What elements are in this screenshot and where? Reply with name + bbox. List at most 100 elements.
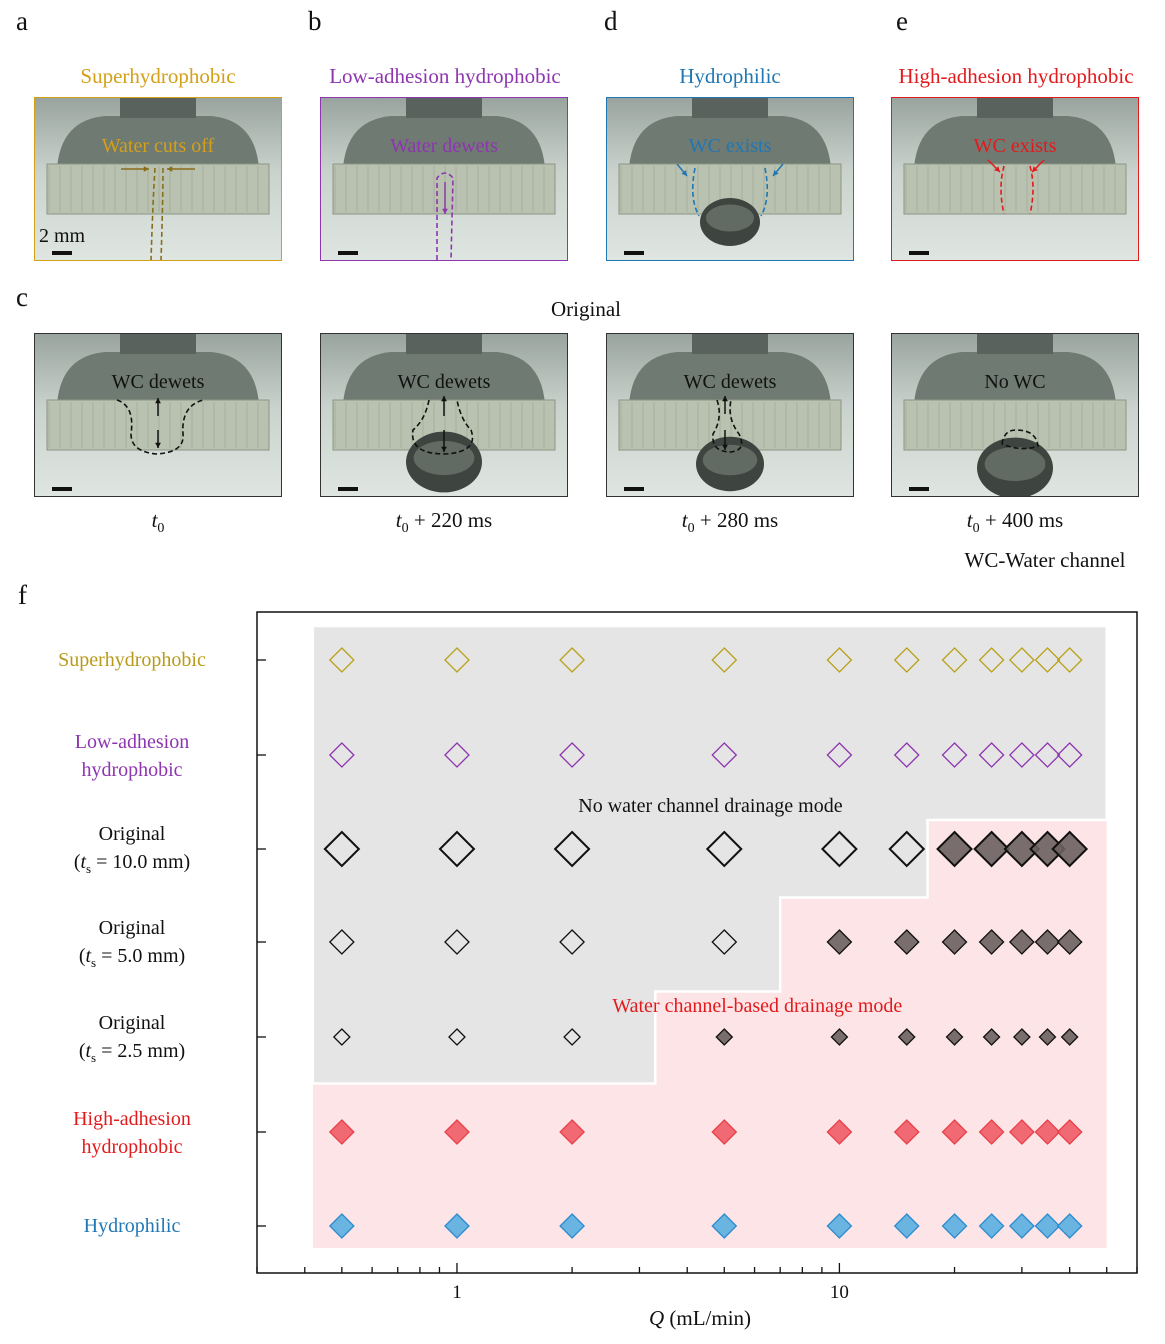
data-point bbox=[1034, 742, 1061, 768]
data-point bbox=[711, 742, 738, 768]
data-point bbox=[328, 1213, 355, 1239]
scale-bar bbox=[624, 487, 644, 491]
scale-bar bbox=[624, 251, 644, 255]
panel-d-title: Hydrophilic bbox=[679, 64, 781, 88]
data-point bbox=[1008, 742, 1035, 768]
panel-a-title: Superhydrophobic bbox=[80, 64, 236, 88]
data-point bbox=[826, 742, 853, 768]
x-axis-label: Q (mL/min) bbox=[648, 1306, 752, 1330]
nozzle-dome bbox=[57, 116, 259, 168]
data-point bbox=[438, 830, 476, 868]
panel-label-a: a bbox=[16, 6, 28, 36]
photo-annotation: Water cuts off bbox=[102, 135, 215, 157]
data-point bbox=[711, 1213, 738, 1239]
data-point bbox=[826, 1213, 853, 1239]
data-point bbox=[941, 742, 968, 768]
data-point bbox=[711, 1119, 738, 1145]
scale-bar bbox=[909, 487, 929, 491]
data-point bbox=[715, 1028, 734, 1046]
region-label-no-water-channel: No water channel drainage mode bbox=[578, 795, 842, 817]
data-point bbox=[559, 929, 586, 955]
data-point bbox=[444, 1119, 470, 1145]
scale-bar bbox=[52, 487, 72, 491]
photo-annotation: WC dewets bbox=[684, 371, 777, 393]
data-point bbox=[1008, 1213, 1035, 1239]
photo-high-adhesion: WC exists bbox=[891, 97, 1139, 261]
time-caption-2: t0 + 220 ms bbox=[395, 508, 493, 537]
data-point bbox=[328, 929, 355, 955]
data-point bbox=[893, 929, 920, 955]
photo-original-t400: No WC bbox=[891, 333, 1139, 497]
data-point bbox=[1051, 830, 1089, 868]
data-point bbox=[826, 1119, 853, 1145]
data-point bbox=[897, 1028, 916, 1046]
data-point bbox=[941, 1119, 968, 1145]
data-point bbox=[978, 1119, 1005, 1145]
scale-bar bbox=[338, 487, 358, 491]
water-channel-outline bbox=[1000, 165, 1034, 215]
data-point bbox=[1038, 1028, 1057, 1046]
data-point bbox=[1003, 830, 1041, 868]
data-point bbox=[1034, 1213, 1061, 1239]
data-point bbox=[978, 929, 1005, 955]
panel-e-title: High-adhesion hydrophobic bbox=[898, 64, 1134, 88]
data-point bbox=[826, 929, 853, 955]
data-point bbox=[444, 1213, 470, 1239]
data-point bbox=[978, 1213, 1005, 1239]
data-point bbox=[982, 1028, 1001, 1046]
sample-plate bbox=[46, 163, 270, 215]
data-point bbox=[1034, 647, 1061, 673]
data-point bbox=[941, 1213, 968, 1239]
panel-label-b: b bbox=[308, 6, 322, 36]
panel-b-title: Low-adhesion hydrophobic bbox=[329, 64, 561, 88]
nozzle-dome bbox=[914, 116, 1116, 168]
data-point bbox=[705, 830, 743, 868]
time-caption-4: t0 + 400 ms bbox=[966, 508, 1064, 537]
data-point bbox=[1056, 742, 1083, 768]
region-no-water-channel bbox=[311, 624, 1108, 1085]
time-caption-1: t0 bbox=[151, 508, 165, 537]
nozzle-dome bbox=[914, 352, 1116, 404]
water-channel-outline bbox=[691, 167, 769, 217]
data-point bbox=[893, 647, 920, 673]
data-point bbox=[1008, 647, 1035, 673]
data-point bbox=[1056, 929, 1083, 955]
region-label-water-channel: Water channel-based drainage mode bbox=[612, 995, 902, 1017]
original-section-title: Original bbox=[551, 297, 621, 321]
data-point bbox=[973, 830, 1011, 868]
data-point bbox=[1008, 1119, 1035, 1145]
photo-annotation: WC dewets bbox=[112, 371, 205, 393]
data-point bbox=[328, 1119, 355, 1145]
data-point bbox=[945, 1028, 964, 1046]
data-point bbox=[830, 1028, 849, 1046]
panel-label-e: e bbox=[896, 6, 908, 36]
scale-bar bbox=[338, 251, 358, 255]
water-channel-outline bbox=[712, 399, 743, 453]
row-label-original-10: Original(ts = 10.0 mm) bbox=[73, 823, 191, 876]
data-point bbox=[323, 830, 361, 868]
data-point bbox=[444, 742, 470, 768]
data-point bbox=[1056, 1119, 1083, 1145]
water-channel-outline bbox=[150, 167, 164, 260]
water-channel-outline bbox=[436, 172, 454, 260]
data-point bbox=[820, 830, 858, 868]
data-point bbox=[553, 830, 591, 868]
photo-annotation: WC exists bbox=[689, 135, 772, 157]
data-point bbox=[559, 1119, 586, 1145]
data-point bbox=[559, 647, 586, 673]
data-point bbox=[936, 830, 973, 868]
data-point bbox=[1056, 1213, 1083, 1239]
data-point bbox=[893, 1213, 920, 1239]
scale-bar bbox=[52, 251, 72, 255]
data-point bbox=[978, 742, 1005, 768]
photo-annotation: No WC bbox=[984, 371, 1045, 393]
data-point bbox=[563, 1028, 582, 1046]
data-point bbox=[1034, 1119, 1061, 1145]
sample-plate bbox=[903, 163, 1127, 215]
data-point bbox=[559, 1213, 586, 1239]
row-label-original-5: Original(ts = 5.0 mm) bbox=[78, 917, 186, 970]
data-point bbox=[941, 929, 968, 955]
